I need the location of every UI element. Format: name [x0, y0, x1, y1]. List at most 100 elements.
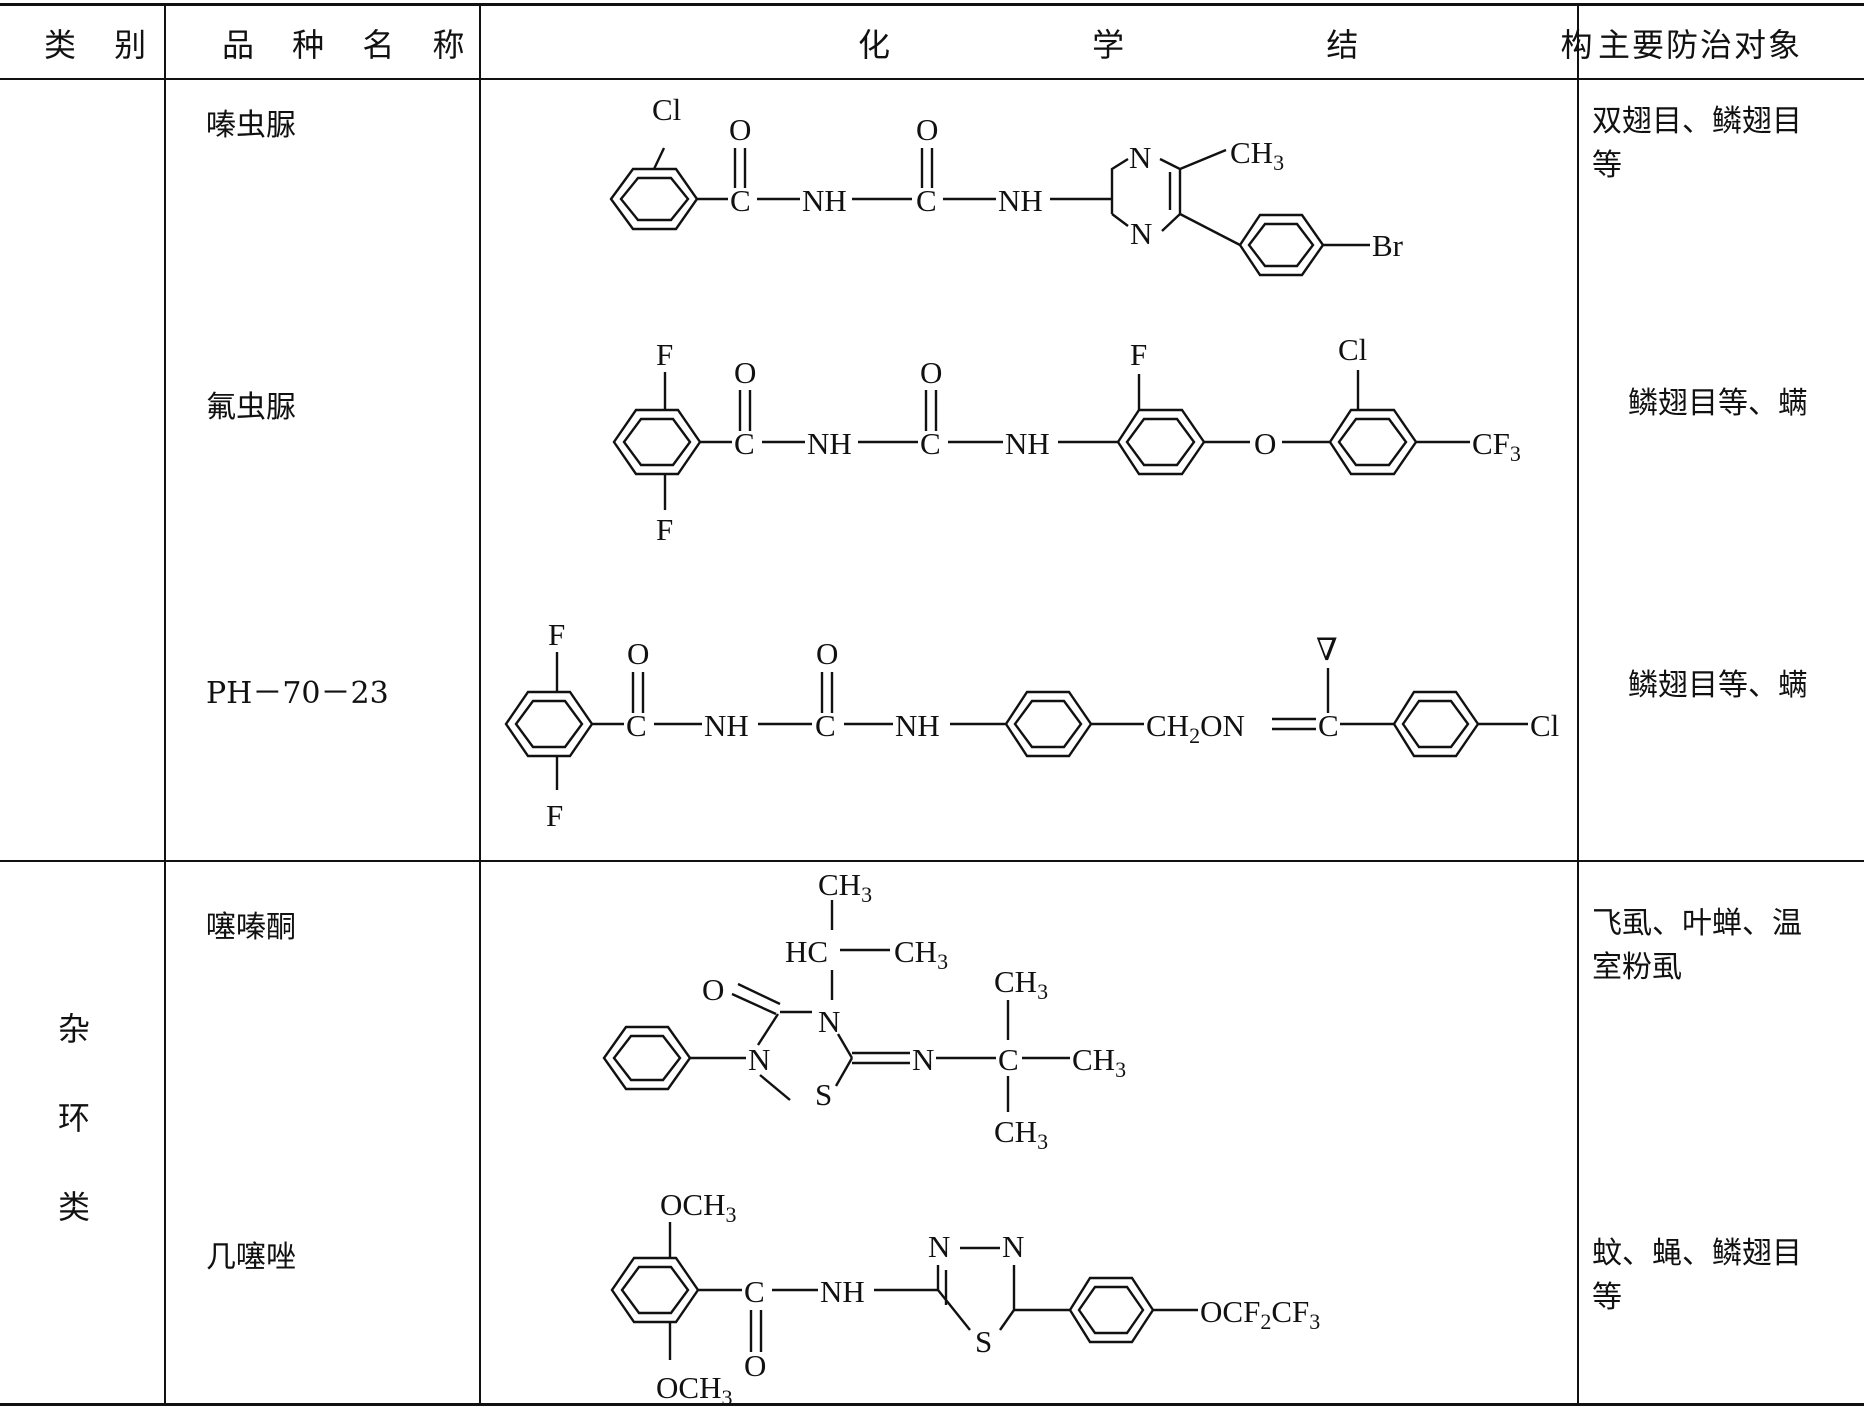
ring-carbonyl-oxygen: O — [702, 972, 724, 1007]
urea-carbon: C — [916, 183, 937, 218]
target-3: 鳞翅目等、螨 — [1628, 668, 1808, 703]
amide-carbon: C — [744, 1274, 765, 1309]
structure-3: F F C O NH C O NH CH2ON C ∇ Cl — [504, 617, 1559, 833]
benzene-ring — [609, 167, 699, 231]
thiadiazole-sulfur: S — [975, 1324, 992, 1359]
benzene-inner-ring — [622, 417, 692, 467]
carbonyl-oxygen: O — [729, 112, 751, 147]
carbonyl-carbon: C — [730, 183, 751, 218]
cyclopropyl-group: ∇ — [1316, 632, 1338, 667]
methyl-group: CH3 — [994, 1114, 1048, 1154]
benzene-ring — [504, 690, 594, 758]
ring-nitrogen: N — [748, 1042, 770, 1077]
oxime-carbon: C — [1318, 708, 1339, 743]
header-structure: 化 学 结 构 — [858, 26, 1689, 64]
header-target: 主要防治对象 — [1598, 26, 1803, 64]
variety-name-2: 氟虫脲 — [206, 390, 296, 425]
amide-nh: NH — [820, 1274, 865, 1309]
variety-name-5: 几噻唑 — [206, 1240, 296, 1275]
column-divider-2 — [479, 3, 481, 1406]
carbonyl-carbon: C — [734, 426, 755, 461]
fluorine-atom: F — [656, 337, 673, 372]
structure-4: CH3 HC CH3 O N N S N C CH3 CH3 CH3 — [602, 867, 1126, 1154]
benzene-ring — [1328, 408, 1418, 476]
methoxy-group: OCH3 — [660, 1187, 736, 1227]
methyl-group: CH3 — [818, 867, 872, 907]
urea-carbon: C — [815, 708, 836, 743]
benzene-inner-ring — [1077, 1285, 1145, 1335]
variety-name-3: PH－70－23 — [206, 676, 389, 711]
methyl-group: CH3 — [1072, 1042, 1126, 1082]
benzene-ring — [1238, 213, 1325, 277]
benzene-ring — [1116, 408, 1206, 476]
table-bottom-rule — [0, 1403, 1864, 1406]
methine-group: HC — [785, 934, 828, 969]
urea-oxygen: O — [916, 112, 938, 147]
thiadiazole-nitrogen: N — [1002, 1229, 1024, 1264]
benzene-ring — [1068, 1276, 1155, 1344]
pyrazine-nitrogen: N — [1129, 140, 1151, 175]
benzene-ring — [610, 1256, 700, 1324]
ring-sulfur: S — [815, 1077, 832, 1112]
structure-2: F F C O NH C O NH F O Cl CF3 — [612, 332, 1521, 547]
amide-nh: NH — [704, 708, 749, 743]
benzene-inner-ring — [620, 1265, 690, 1315]
benzene-ring — [1004, 690, 1093, 758]
amide-oxygen: O — [744, 1348, 766, 1383]
header-variety: 品 种 名 称 — [222, 26, 479, 64]
urea-oxygen: O — [816, 636, 838, 671]
target-1: 双翅目、鳞翅目等 — [1592, 104, 1802, 183]
target-2: 鳞翅目等、螨 — [1628, 386, 1808, 421]
header-category: 类 别 — [44, 26, 161, 64]
target-5: 蚊、蝇、鳞翅目等 — [1592, 1236, 1802, 1315]
group-divider-rule — [0, 860, 1864, 862]
benzene-ring — [612, 408, 702, 476]
bromine-atom: Br — [1372, 228, 1404, 263]
ring-nitrogen: N — [818, 1004, 840, 1039]
table-top-rule — [0, 3, 1864, 6]
carbonyl-oxygen: O — [734, 355, 756, 390]
benzene-inner-ring — [619, 176, 690, 222]
benzene-ring — [1392, 690, 1480, 758]
pentafluoroethoxy-group: OCF2CF3 — [1200, 1294, 1320, 1334]
chlorine-atom: Cl — [1338, 332, 1367, 367]
carbonyl-oxygen: O — [627, 636, 649, 671]
fluorine-atom: F — [1130, 337, 1147, 372]
chlorine-atom: Cl — [1530, 708, 1559, 743]
benzene-inner-ring — [1013, 699, 1083, 749]
benzene-inner-ring — [1401, 699, 1470, 749]
benzene-inner-ring — [612, 1034, 682, 1082]
pyrazine-nitrogen: N — [1130, 216, 1152, 251]
methyl-group: CH3 — [994, 964, 1048, 1004]
amide-nh: NH — [802, 183, 847, 218]
benzene-inner-ring — [514, 699, 584, 749]
imine-nitrogen: N — [912, 1042, 934, 1077]
methyl-group: CH3 — [894, 934, 948, 974]
fluorine-atom: F — [548, 617, 565, 652]
oxime-ether-link: CH2ON — [1146, 708, 1245, 748]
amide-nh: NH — [998, 183, 1043, 218]
thiadiazole-nitrogen: N — [928, 1229, 950, 1264]
header-bottom-rule — [0, 78, 1864, 80]
benzene-inner-ring — [1337, 417, 1408, 467]
variety-name-1: 嗪虫脲 — [206, 108, 296, 143]
fluorine-atom: F — [546, 798, 563, 833]
urea-carbon: C — [920, 426, 941, 461]
trifluoromethyl: CF3 — [1472, 426, 1521, 466]
amide-nh: NH — [895, 708, 940, 743]
quaternary-carbon: C — [998, 1042, 1019, 1077]
category-char-1: 杂 — [58, 1010, 91, 1048]
column-divider-3 — [1577, 3, 1579, 1406]
chlorine-atom: Cl — [652, 92, 681, 127]
category-char-2: 环 — [58, 1099, 91, 1137]
structure-5: OCH3 OCH3 C O NH N N S OCF2CF3 — [610, 1187, 1320, 1409]
column-divider-1 — [164, 3, 166, 1406]
urea-oxygen: O — [920, 355, 942, 390]
carbonyl-carbon: C — [626, 708, 647, 743]
category-char-3: 类 — [58, 1188, 91, 1226]
benzene-ring — [602, 1025, 692, 1091]
variety-name-4: 噻嗪酮 — [206, 910, 296, 945]
amide-nh: NH — [807, 426, 852, 461]
amide-nh: NH — [1005, 426, 1050, 461]
